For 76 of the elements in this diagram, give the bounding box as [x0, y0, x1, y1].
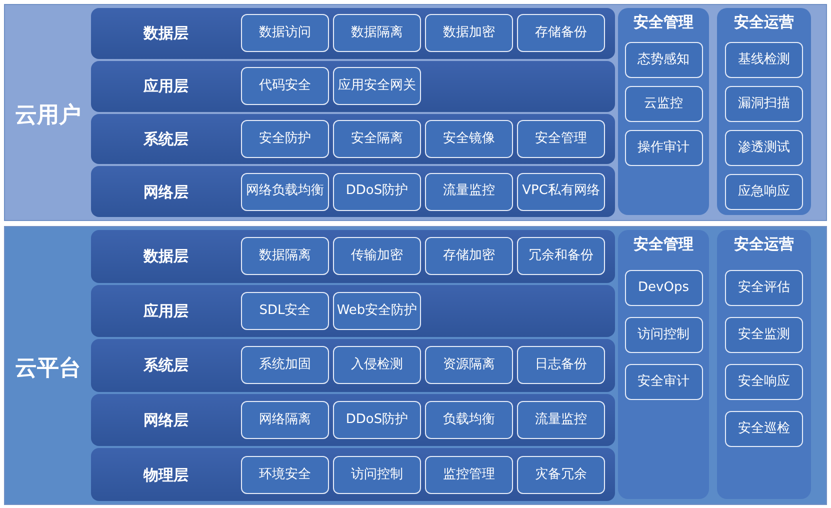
item-box: 传输加密: [333, 237, 421, 276]
column-panel: [618, 8, 709, 215]
layer-label: 网络层: [142, 411, 190, 430]
item-box: DevOps: [624, 270, 702, 306]
item-box: 网络负载均衡: [241, 172, 329, 211]
item-box: 应急响应: [725, 174, 803, 210]
layer-band: [91, 394, 615, 446]
item-box: 环境安全: [241, 456, 329, 494]
item-box: 安全响应: [725, 364, 803, 400]
item-box: 系统加固: [241, 346, 329, 384]
column-panel: [717, 8, 811, 215]
layer-label: 物理层: [142, 466, 190, 485]
layer-label: 数据层: [142, 247, 190, 266]
item-box: 安全评估: [725, 270, 803, 306]
section-panel: [4, 226, 827, 505]
item-box: 数据访问: [241, 14, 329, 52]
item-box: 访问控制: [624, 317, 702, 353]
item-box: 访问控制: [333, 456, 421, 494]
item-box: 渗透测试: [725, 130, 803, 166]
layer-label: 应用层: [142, 77, 190, 96]
item-box: 灾备冗余: [517, 456, 605, 494]
item-box: 数据隔离: [241, 237, 329, 276]
layer-band: [91, 166, 615, 217]
item-box: 负载均衡: [425, 401, 513, 440]
item-box: VPC私有网络: [517, 172, 605, 211]
item-box: 资源隔离: [425, 346, 513, 384]
column-title: 安全管理: [632, 235, 694, 254]
item-box: 安全监测: [725, 317, 803, 353]
layer-label: 应用层: [142, 302, 190, 321]
item-box: 云监控: [624, 86, 702, 122]
item-box: 监控管理: [425, 456, 513, 494]
item-box: 操作审计: [624, 130, 702, 166]
item-box: 安全隔离: [333, 120, 421, 158]
item-box: 应用安全网关: [333, 67, 421, 106]
column-panel: [618, 230, 709, 499]
column-panel: [717, 230, 811, 499]
item-box: 基线检测: [725, 42, 803, 78]
item-box: 网络隔离: [241, 401, 329, 440]
item-box: 安全巡检: [725, 411, 803, 447]
column-title: 安全运营: [733, 235, 795, 254]
item-box: 流量监控: [425, 172, 513, 211]
item-box: 安全镜像: [425, 120, 513, 158]
layer-band: [91, 339, 615, 392]
layer-label: 系统层: [142, 356, 190, 376]
item-box: 数据隔离: [333, 14, 421, 52]
column-title: 安全管理: [632, 13, 694, 32]
item-box: 安全防护: [241, 120, 329, 158]
item-box: SDL安全: [241, 292, 329, 330]
item-box: 代码安全: [241, 67, 329, 106]
section-title: 云平台: [15, 354, 81, 382]
section-panel: [4, 4, 827, 221]
item-box: DDoS防护: [333, 401, 421, 440]
item-box: 日志备份: [517, 346, 605, 384]
item-box: 冗余和备份: [517, 237, 605, 276]
item-box: DDoS防护: [333, 172, 421, 211]
item-box: 存储加密: [425, 237, 513, 276]
item-box: 态势感知: [624, 42, 702, 78]
layer-band: [91, 8, 615, 59]
item-box: 安全审计: [624, 364, 702, 400]
layer-label: 系统层: [142, 130, 190, 149]
column-title: 安全运营: [733, 13, 795, 32]
layer-band: [91, 60, 615, 112]
layer-band: [91, 114, 615, 164]
item-box: 数据加密: [425, 14, 513, 52]
layer-band: [91, 448, 615, 501]
item-box: Web安全防护: [333, 292, 421, 330]
item-box: 漏洞扫描: [725, 86, 803, 122]
section-title: 云用户: [15, 102, 81, 130]
item-box: 安全管理: [517, 120, 605, 158]
item-box: 存储备份: [517, 14, 605, 52]
layer-band: [91, 284, 615, 338]
item-box: 入侵检测: [333, 346, 421, 384]
item-box: 流量监控: [517, 401, 605, 440]
layer-label: 数据层: [142, 24, 190, 44]
layer-label: 网络层: [142, 182, 190, 202]
layer-band: [91, 230, 615, 283]
